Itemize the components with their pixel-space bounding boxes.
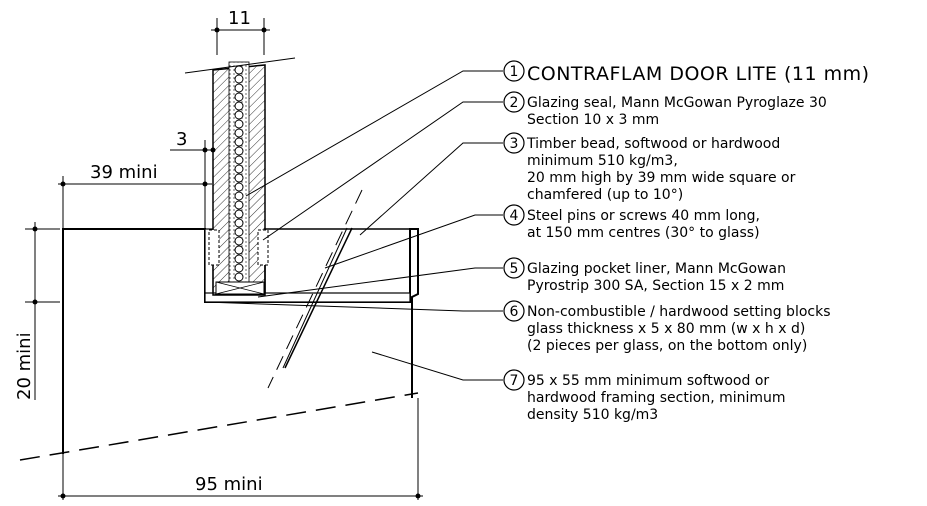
callout-2-line-1: Glazing seal, Mann McGowan Pyroglaze 30: [527, 95, 827, 111]
callout-list: 1 CONTRAFLAM DOOR LITE (11 mm) 2 Glazing…: [503, 60, 870, 423]
dim-bead-width: 39 mini: [58, 162, 212, 228]
glass-interlayer-bead: [234, 236, 244, 246]
callout-1: 1 CONTRAFLAM DOOR LITE (11 mm): [503, 60, 870, 85]
glass-interlayer-bead: [234, 110, 244, 120]
dim-bead-width-label: 39 mini: [90, 162, 158, 183]
glass-interlayer-bead: [234, 272, 244, 282]
glass-interlayer-bead: [234, 245, 244, 255]
dim-seal-thickness-label: 3: [176, 129, 187, 150]
glass-interlayer-bead: [234, 263, 244, 273]
glass-interlayer-bead: [234, 65, 244, 75]
contraflam-glass: [212, 61, 266, 296]
dim-bead-height: 20 mini: [14, 222, 60, 400]
glass-interlayer-bead: [234, 83, 244, 93]
setting-blocks: [215, 281, 265, 295]
callout-4-line-1: Steel pins or screws 40 mm long,: [527, 208, 760, 224]
callout-2: 2 Glazing seal, Mann McGowan Pyroglaze 3…: [503, 91, 827, 128]
callout-6-number: 6: [510, 304, 519, 320]
glass-interlayer-bead: [234, 92, 244, 102]
callout-6: 6 Non-combustible / hardwood setting blo…: [503, 300, 831, 354]
callout-6-line-2: glass thickness x 5 x 80 mm (w x h x d): [527, 321, 805, 337]
glass-interlayer-bead: [234, 137, 244, 147]
glass-interlayer-bead: [234, 119, 244, 129]
dim-seal-thickness: 3: [170, 129, 216, 228]
glass-interlayer-bead: [234, 254, 244, 264]
glazing-seals: [208, 229, 269, 266]
callout-2-number: 2: [510, 95, 519, 111]
glass-interlayer-bead: [234, 173, 244, 183]
callout-6-line-3: (2 pieces per glass, on the bottom only): [527, 338, 807, 354]
callout-3-line-1: Timber bead, softwood or hardwood: [526, 136, 780, 152]
glass-interlayer-bead: [234, 128, 244, 138]
callout-1-number: 1: [510, 64, 519, 80]
glass-interlayer-bead: [234, 146, 244, 156]
glass-interlayer-bead: [234, 164, 244, 174]
dim-glass-width-label: 11: [228, 8, 251, 29]
dim-bead-height-label: 20 mini: [14, 332, 35, 400]
callout-3-line-4: chamfered (up to 10°): [527, 187, 683, 203]
callout-7-line-1: 95 x 55 mm minimum softwood or: [527, 373, 769, 389]
callout-3-number: 3: [510, 136, 519, 152]
callout-5-line-1: Glazing pocket liner, Mann McGowan: [527, 261, 786, 277]
callout-7-line-2: hardwood framing section, minimum: [527, 390, 786, 406]
glass-interlayer-bead: [234, 74, 244, 84]
callout-3-line-2: minimum 510 kg/m3,: [527, 153, 678, 169]
dim-frame-width-label: 95 mini: [195, 474, 263, 495]
callout-1-text: CONTRAFLAM DOOR LITE (11 mm): [527, 63, 870, 85]
callout-5-number: 5: [510, 261, 519, 277]
leader-lines: [204, 70, 503, 381]
callout-3-line-3: 20 mm high by 39 mm wide square or: [527, 170, 796, 186]
steel-pin: [267, 189, 363, 389]
callout-3: 3 Timber bead, softwood or hardwood mini…: [503, 132, 796, 203]
callout-4: 4 Steel pins or screws 40 mm long, at 15…: [503, 204, 760, 241]
dim-glass-width: 11: [211, 8, 270, 55]
callout-4-number: 4: [510, 208, 519, 224]
dim-frame-width: 95 mini: [58, 398, 423, 500]
glass-interlayer-bead: [234, 155, 244, 165]
callout-7: 7 95 x 55 mm minimum softwood or hardwoo…: [503, 369, 786, 423]
glass-interlayer-bead: [234, 200, 244, 210]
callout-5-line-2: Pyrostrip 300 SA, Section 15 x 2 mm: [527, 278, 784, 294]
glass-interlayer-bead: [234, 218, 244, 228]
callout-6-line-1: Non-combustible / hardwood setting block…: [527, 304, 831, 320]
callout-5: 5 Glazing pocket liner, Mann McGowan Pyr…: [503, 257, 786, 294]
glass-interlayer-bead: [234, 191, 244, 201]
callout-7-number: 7: [510, 373, 519, 389]
callout-2-line-2: Section 10 x 3 mm: [527, 112, 659, 128]
glass-interlayer-bead: [234, 209, 244, 219]
glass-interlayer-bead: [234, 101, 244, 111]
callout-4-line-2: at 150 mm centres (30° to glass): [527, 225, 760, 241]
glass-interlayer-bead: [234, 182, 244, 192]
glass-interlayer-bead: [234, 227, 244, 237]
callout-7-line-3: density 510 kg/m3: [527, 407, 658, 423]
